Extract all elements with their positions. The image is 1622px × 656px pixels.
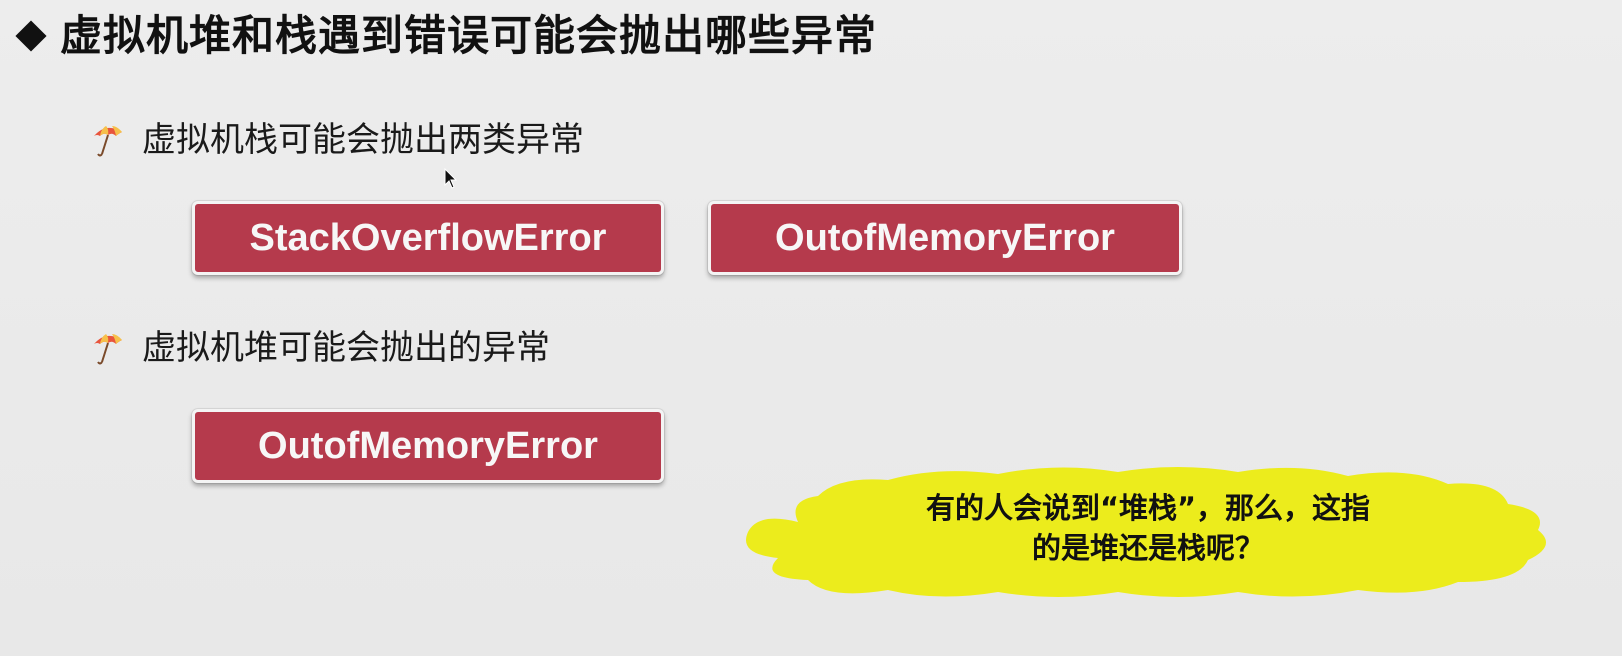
mouse-cursor-icon bbox=[444, 168, 458, 189]
error-badge-stackoverflow: StackOverflowError bbox=[192, 201, 664, 275]
bullet-item-heap: 虚拟机堆可能会抛出的异常 bbox=[88, 322, 550, 374]
callout-cloud: 有的人会说到“堆栈”，那么，这指 的是堆还是栈呢？ bbox=[738, 462, 1558, 602]
error-badge-outofmemory-heap: OutofMemoryError bbox=[192, 409, 664, 483]
callout-text: 有的人会说到“堆栈”，那么，这指 的是堆还是栈呢？ bbox=[808, 488, 1488, 568]
umbrella-icon bbox=[94, 126, 122, 157]
bullet-text: 虚拟机栈可能会抛出两类异常 bbox=[142, 120, 584, 160]
slide-title-row: 虚拟机堆和栈遇到错误可能会抛出哪些异常 bbox=[14, 10, 877, 62]
callout-line-2: 的是堆还是栈呢？ bbox=[1031, 531, 1264, 565]
cloud-shape bbox=[746, 467, 1546, 597]
error-badge-outofmemory-stack: OutofMemoryError bbox=[708, 201, 1182, 275]
bullet-item-stack: 虚拟机栈可能会抛出两类异常 bbox=[88, 114, 584, 166]
umbrella-icon bbox=[94, 334, 122, 365]
callout-line-1: 有的人会说到“堆栈”，那么，这指 bbox=[925, 491, 1371, 525]
bullet-text: 虚拟机堆可能会抛出的异常 bbox=[142, 328, 550, 368]
diamond-bullet-icon bbox=[15, 20, 47, 52]
slide-title: 虚拟机堆和栈遇到错误可能会抛出哪些异常 bbox=[60, 11, 878, 60]
